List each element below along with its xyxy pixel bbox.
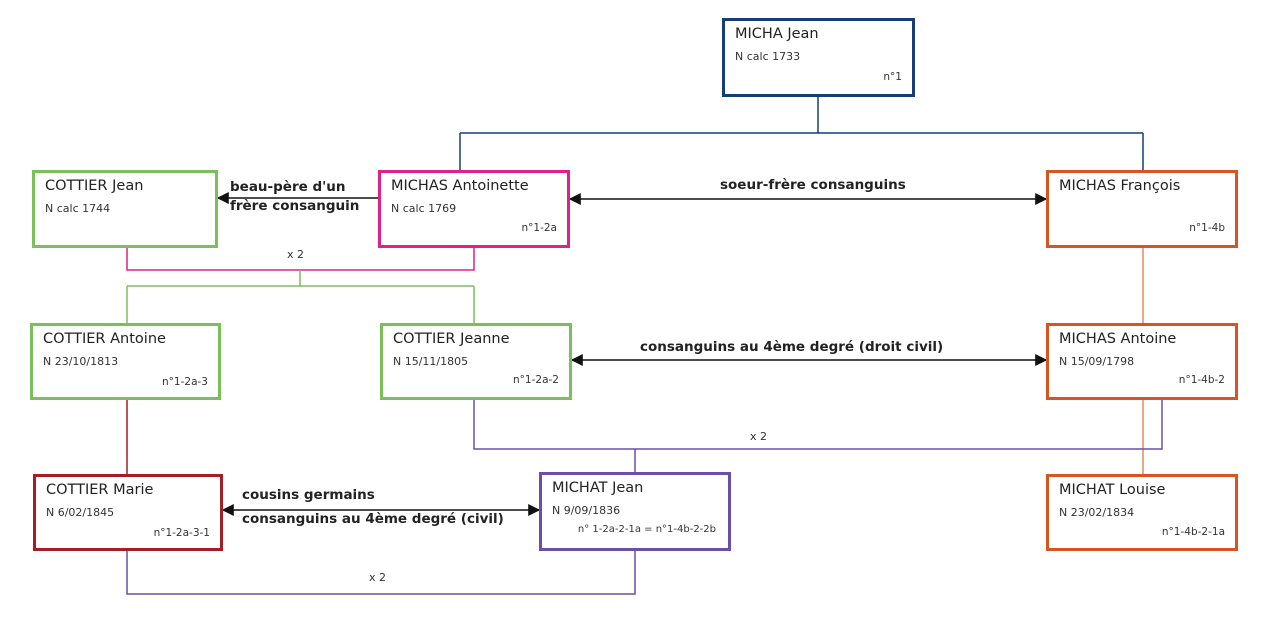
person-number: n°1-2a-3 (162, 376, 208, 388)
person-michas-antoine: MICHAS Antoine N 15/09/1798 n°1-4b-2 (1046, 323, 1238, 400)
person-michas-antoinette: MICHAS Antoinette N calc 1769 n°1-2a (378, 170, 570, 248)
line-micha-jean-children (459, 97, 1144, 172)
person-cottier-antoine: COTTIER Antoine N 23/10/1813 n°1-2a-3 (30, 323, 221, 400)
person-number: n°1-4b (1189, 222, 1225, 234)
person-name: MICHAT Louise (1059, 482, 1166, 498)
person-michat-louise: MICHAT Louise N 23/02/1834 n°1-4b-2-1a (1046, 474, 1238, 551)
person-date: N 6/02/1845 (46, 506, 115, 519)
person-micha-jean: MICHA Jean N calc 1733 n°1 (722, 18, 915, 97)
person-date: N 15/11/1805 (393, 355, 469, 368)
person-date: N 23/02/1834 (1059, 506, 1135, 519)
person-name: COTTIER Marie (46, 482, 154, 498)
person-michat-jean: MICHAT Jean N 9/09/1836 n° 1-2a-2-1a = n… (539, 472, 731, 551)
line-children-1 (126, 270, 475, 323)
person-name: COTTIER Antoine (43, 331, 166, 347)
relation-soeur-frere: soeur-frère consanguins (720, 177, 906, 193)
person-name: MICHAS François (1059, 178, 1181, 194)
relation-beau-pere-line1: beau-père d'un (230, 179, 346, 195)
person-number: n°1-4b-2 (1178, 374, 1225, 386)
person-number: n°1-2a (521, 222, 558, 234)
line-marriage-2 (473, 400, 1163, 474)
person-number: n°1 (883, 71, 902, 83)
marriage-count-2: x 2 (750, 430, 768, 443)
person-name: MICHAS Antoinette (391, 178, 529, 194)
person-cottier-marie: COTTIER Marie N 6/02/1845 n°1-2a-3-1 (33, 474, 223, 551)
relation-beau-pere-line2: frère consanguin (230, 198, 360, 214)
person-number: n°1-4b-2-1a (1161, 526, 1225, 538)
person-date: N calc 1733 (735, 50, 801, 63)
person-date: N calc 1744 (45, 202, 111, 215)
person-name: MICHA Jean (735, 26, 819, 42)
person-number: n° 1-2a-2-1a = n°1-4b-2-2b (577, 524, 716, 535)
person-name: COTTIER Jeanne (393, 331, 510, 347)
person-date: N 15/09/1798 (1059, 355, 1135, 368)
person-date: N calc 1769 (391, 202, 457, 215)
person-cottier-jean: COTTIER Jean N calc 1744 (32, 170, 218, 248)
line-marriage-3 (126, 551, 636, 595)
person-number: n°1-2a-2 (513, 374, 559, 386)
person-name: COTTIER Jean (45, 178, 144, 194)
person-date: N 23/10/1813 (43, 355, 119, 368)
person-cottier-jeanne: COTTIER Jeanne N 15/11/1805 n°1-2a-2 (380, 323, 572, 400)
relation-consanguins-4: consanguins au 4ème degré (droit civil) (640, 339, 944, 355)
marriage-count-3: x 2 (369, 571, 387, 584)
person-name: MICHAS Antoine (1059, 331, 1177, 347)
person-number: n°1-2a-3-1 (153, 527, 210, 539)
relation-cousins-line1: cousins germains (242, 487, 375, 503)
person-date: N 9/09/1836 (552, 504, 621, 517)
marriage-count-1: x 2 (287, 248, 305, 261)
person-name: MICHAT Jean (552, 480, 644, 496)
relation-cousins-line2: consanguins au 4ème degré (civil) (242, 511, 504, 527)
person-michas-francois: MICHAS François n°1-4b (1046, 170, 1238, 248)
